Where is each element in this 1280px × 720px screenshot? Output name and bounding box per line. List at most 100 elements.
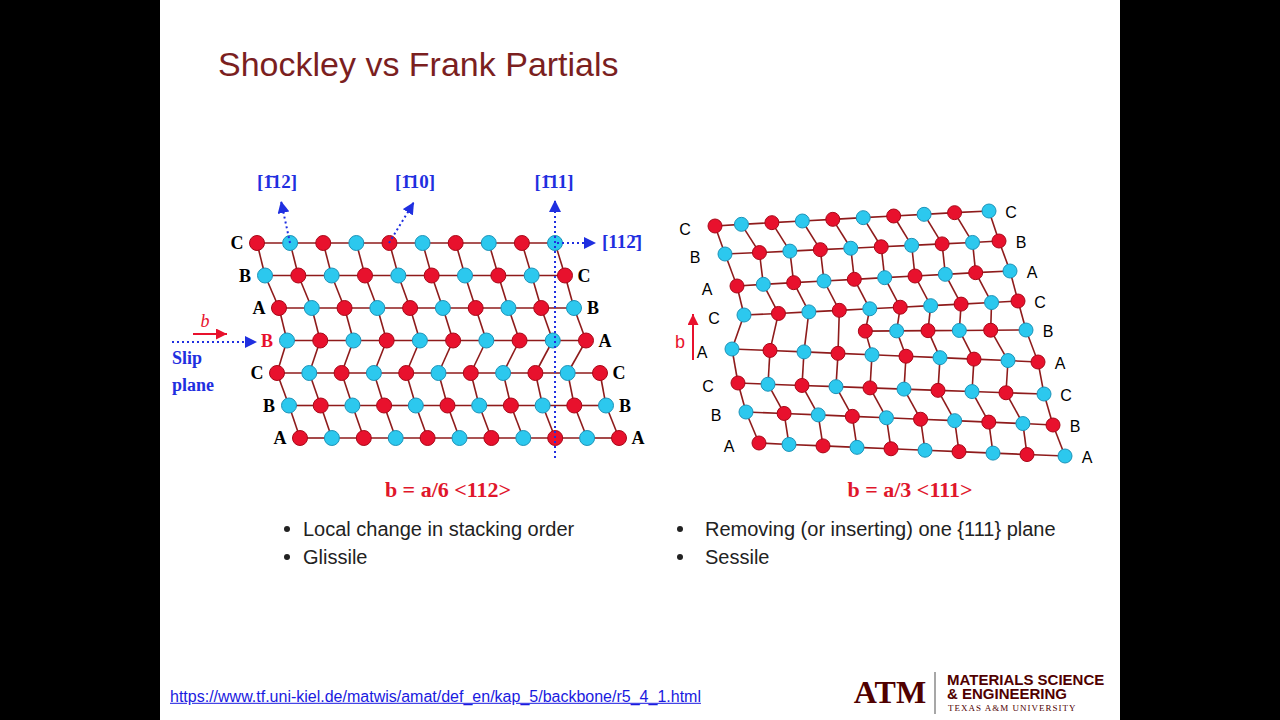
atom (914, 412, 928, 426)
stacking-letter: B (261, 330, 273, 351)
stacking-letter: C (1034, 294, 1046, 312)
atom (844, 241, 858, 255)
atom (415, 236, 430, 251)
atom (399, 366, 414, 381)
atom (567, 301, 582, 316)
stacking-letter: C (1005, 204, 1017, 222)
atom (448, 236, 463, 251)
atom (512, 333, 527, 348)
atom (874, 240, 888, 254)
atom (580, 431, 595, 446)
atom (503, 398, 518, 413)
atom (850, 440, 864, 454)
atom (612, 431, 627, 446)
stacking-letter: A (1082, 449, 1093, 467)
atom (345, 398, 360, 413)
crystal-direction: [1̄10] (395, 171, 435, 193)
atom (424, 268, 439, 283)
atom (370, 301, 385, 316)
stacking-letter: A (253, 298, 266, 319)
atom (878, 271, 892, 285)
fcc-lattice-frank (708, 204, 1072, 463)
department-name: & ENGINEERING (947, 685, 1067, 702)
atom (446, 333, 461, 348)
stacking-letter: B (690, 249, 701, 267)
atom (948, 414, 962, 428)
atom (795, 378, 809, 392)
atom (813, 243, 827, 257)
atom (890, 324, 904, 338)
university-logo: ATM (854, 674, 926, 711)
atom (1001, 354, 1015, 368)
atom (408, 398, 423, 413)
atom (783, 244, 797, 258)
atom (545, 333, 560, 348)
bullet-text: Sessile (705, 546, 769, 569)
fcc-lattice-shockley (250, 236, 627, 446)
atom (391, 268, 406, 283)
stacking-letter: C (679, 221, 691, 239)
atom (491, 268, 506, 283)
atom (412, 333, 427, 348)
atom (452, 431, 467, 446)
atom (534, 301, 549, 316)
stacking-letter: A (632, 428, 645, 449)
crystal-direction: [1̄12] (257, 171, 297, 193)
atom (282, 398, 297, 413)
atom (283, 236, 298, 251)
bullet-text: Local change in stacking order (303, 518, 574, 541)
atom (440, 398, 455, 413)
atom (291, 268, 306, 283)
direction-arrow (554, 200, 556, 458)
atom (316, 236, 331, 251)
atom (358, 268, 373, 283)
atom (908, 269, 922, 283)
atom (324, 268, 339, 283)
atom (1037, 387, 1051, 401)
atom (356, 431, 371, 446)
stacking-letter: B (711, 407, 722, 425)
atom (752, 246, 766, 260)
atom (1003, 264, 1017, 278)
logo-divider (934, 672, 936, 714)
atom (763, 343, 777, 357)
atom (501, 301, 516, 316)
atom (599, 398, 614, 413)
atom (905, 238, 919, 252)
atom (435, 301, 450, 316)
burgers-vector-label: b (201, 311, 210, 332)
atom (967, 352, 981, 366)
slip-plane-label: Slip plane (172, 345, 236, 399)
direction-arrow (281, 201, 290, 243)
atom (765, 216, 779, 230)
stacking-letter: C (251, 363, 264, 384)
atom (366, 366, 381, 381)
source-link: https://www.tf.uni-kiel.de/matwis/amat/d… (170, 688, 701, 706)
stacking-letter: C (708, 310, 720, 328)
atom (879, 411, 893, 425)
atom (730, 279, 744, 293)
atom (725, 342, 739, 356)
atom (984, 323, 998, 337)
atom (856, 211, 870, 225)
stacking-letter: B (587, 298, 599, 319)
atom (954, 297, 968, 311)
atom (479, 333, 494, 348)
atom (893, 300, 907, 314)
atom (560, 366, 575, 381)
atom (468, 301, 483, 316)
atom (272, 301, 287, 316)
burgers-vector-arrow (692, 314, 694, 360)
atom (802, 305, 816, 319)
stacking-letter: A (697, 344, 708, 362)
crystal-direction: [112̄] (602, 231, 642, 253)
atom (431, 366, 446, 381)
atom (777, 406, 791, 420)
atom (999, 386, 1013, 400)
atom (346, 333, 361, 348)
atom (832, 303, 846, 317)
atom (463, 366, 478, 381)
atom (752, 436, 766, 450)
atom (865, 348, 879, 362)
atom (280, 333, 295, 348)
